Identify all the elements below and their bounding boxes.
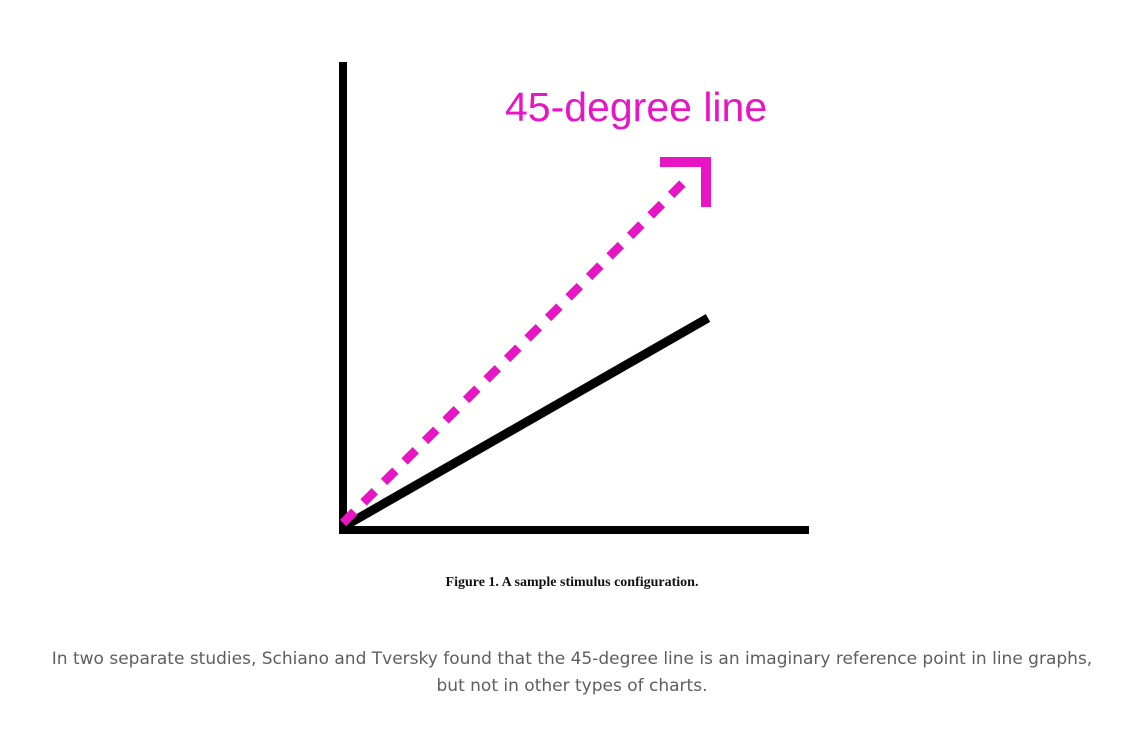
figure-caption: Figure 1. A sample stimulus configuratio…: [445, 575, 699, 590]
forty-five-degree-dashed-line: [339, 174, 692, 527]
arrowhead-icon: [660, 157, 711, 207]
stimulus-line: [340, 314, 711, 531]
article-caption-text: In two separate studies, Schiano and Tve…: [51, 649, 1093, 696]
stimulus-diagram: [339, 62, 809, 534]
stimulus-figure: 45-degree line Figure 1. A sample stimul…: [339, 62, 809, 590]
forty-five-degree-label: 45-degree line: [505, 84, 768, 130]
